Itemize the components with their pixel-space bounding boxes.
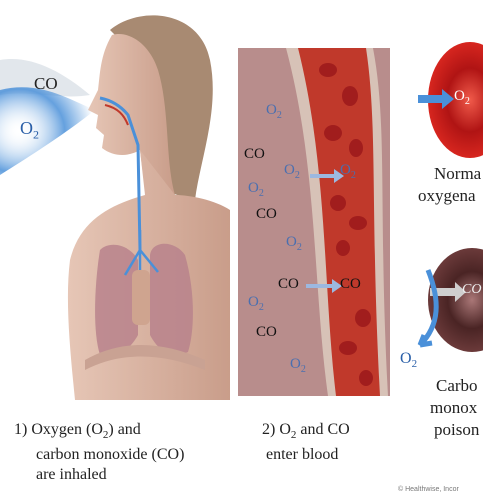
- o2-molecule-sub: 2: [259, 302, 264, 313]
- poison-label-line2: monox: [430, 398, 477, 418]
- normal-label-line1: Norma: [434, 164, 481, 184]
- o2-molecule-sub: 2: [351, 170, 356, 181]
- released-o2-base: O: [400, 350, 412, 367]
- normal-cell-o2-base: O: [454, 88, 465, 104]
- caption-inhaled-line1-pre: 1) Oxygen (O: [14, 421, 103, 438]
- o2-molecule: O2: [290, 356, 306, 375]
- co-molecule: CO: [256, 206, 277, 223]
- o2-molecule-base: O: [340, 162, 351, 178]
- caption-inhaled: 1) Oxygen (O2) and carbon monoxide (CO) …: [14, 420, 234, 485]
- left-lung: [95, 245, 138, 357]
- co-molecule: CO: [256, 324, 277, 341]
- blood-vessel-panel: O2 CO O2 O2 O2 CO O2 CO CO O2 CO O2: [238, 48, 390, 396]
- o2-molecule-sub: 2: [295, 170, 300, 181]
- red-blood-cell: [349, 139, 363, 157]
- co-molecule: CO: [278, 276, 299, 293]
- o2-label: O2: [20, 118, 39, 143]
- inhalation-illustration: [0, 0, 230, 400]
- o2-molecule-sub: 2: [277, 110, 282, 121]
- o2-molecule: O2: [248, 294, 264, 313]
- o2-molecule-sub: 2: [301, 364, 306, 375]
- caption-enter-blood-line1-post: and CO: [296, 421, 349, 438]
- red-blood-cell: [319, 63, 337, 77]
- o2-molecule: O2: [266, 102, 282, 121]
- red-blood-cell: [339, 341, 357, 355]
- normal-cell-o2: O2: [454, 88, 470, 107]
- o2-molecule-sub: 2: [297, 242, 302, 253]
- poison-cell-co: CO: [462, 282, 481, 298]
- normal-cell-o2-sub: 2: [465, 96, 470, 107]
- caption-enter-blood-line1: 2) O2 and CO: [262, 420, 402, 445]
- o2-molecule-base: O: [284, 162, 295, 178]
- red-blood-cell: [349, 216, 367, 230]
- co-molecule-in-blood: CO: [340, 276, 361, 293]
- caption-inhaled-line3: are inhaled: [14, 465, 234, 485]
- o2-molecule: O2: [286, 234, 302, 253]
- red-blood-cell: [336, 240, 350, 256]
- o2-molecule-base: O: [286, 234, 297, 250]
- o2-molecule-base: O: [248, 180, 259, 196]
- o2-label-base: O: [20, 118, 33, 138]
- red-cell-panel: O2 Norma oxygena CO O2 Carbo monox poiso…: [400, 0, 483, 470]
- o2-molecule-base: O: [248, 294, 259, 310]
- co-label: CO: [34, 74, 58, 94]
- o2-release-arrow: [420, 270, 436, 345]
- red-blood-cell: [330, 195, 346, 211]
- o2-molecule-base: O: [290, 356, 301, 372]
- o2-molecule: O2: [248, 180, 264, 199]
- o2-molecule-in-blood: O2: [340, 162, 356, 181]
- caption-inhaled-line1: 1) Oxygen (O2) and: [14, 420, 234, 445]
- inhalation-panel: CO O2: [0, 0, 230, 400]
- normal-label-line2: oxygena: [418, 186, 476, 206]
- red-blood-cell: [359, 370, 373, 386]
- o2-label-sub: 2: [33, 128, 39, 142]
- caption-enter-blood-line1-pre: 2) O: [262, 421, 291, 438]
- o2-molecule-sub: 2: [259, 188, 264, 199]
- credit-text: © Healthwise, Incor: [398, 486, 459, 493]
- caption-inhaled-line1-post: ) and: [108, 421, 140, 438]
- red-blood-cell: [355, 309, 371, 327]
- caption-inhaled-line2: carbon monoxide (CO): [14, 445, 234, 465]
- caption-enter-blood: 2) O2 and CO enter blood: [262, 420, 402, 465]
- released-o2: O2: [400, 350, 417, 370]
- o2-molecule: O2: [284, 162, 300, 181]
- o2-airflow: [0, 87, 95, 175]
- heart: [132, 270, 150, 325]
- poison-label-line3: poison: [434, 420, 479, 440]
- released-o2-sub: 2: [412, 358, 418, 370]
- red-blood-cell: [342, 86, 358, 106]
- co-molecule: CO: [244, 146, 265, 163]
- poison-label-line1: Carbo: [436, 376, 478, 396]
- o2-molecule-base: O: [266, 102, 277, 118]
- red-blood-cell: [324, 125, 342, 141]
- caption-enter-blood-line2: enter blood: [262, 445, 402, 465]
